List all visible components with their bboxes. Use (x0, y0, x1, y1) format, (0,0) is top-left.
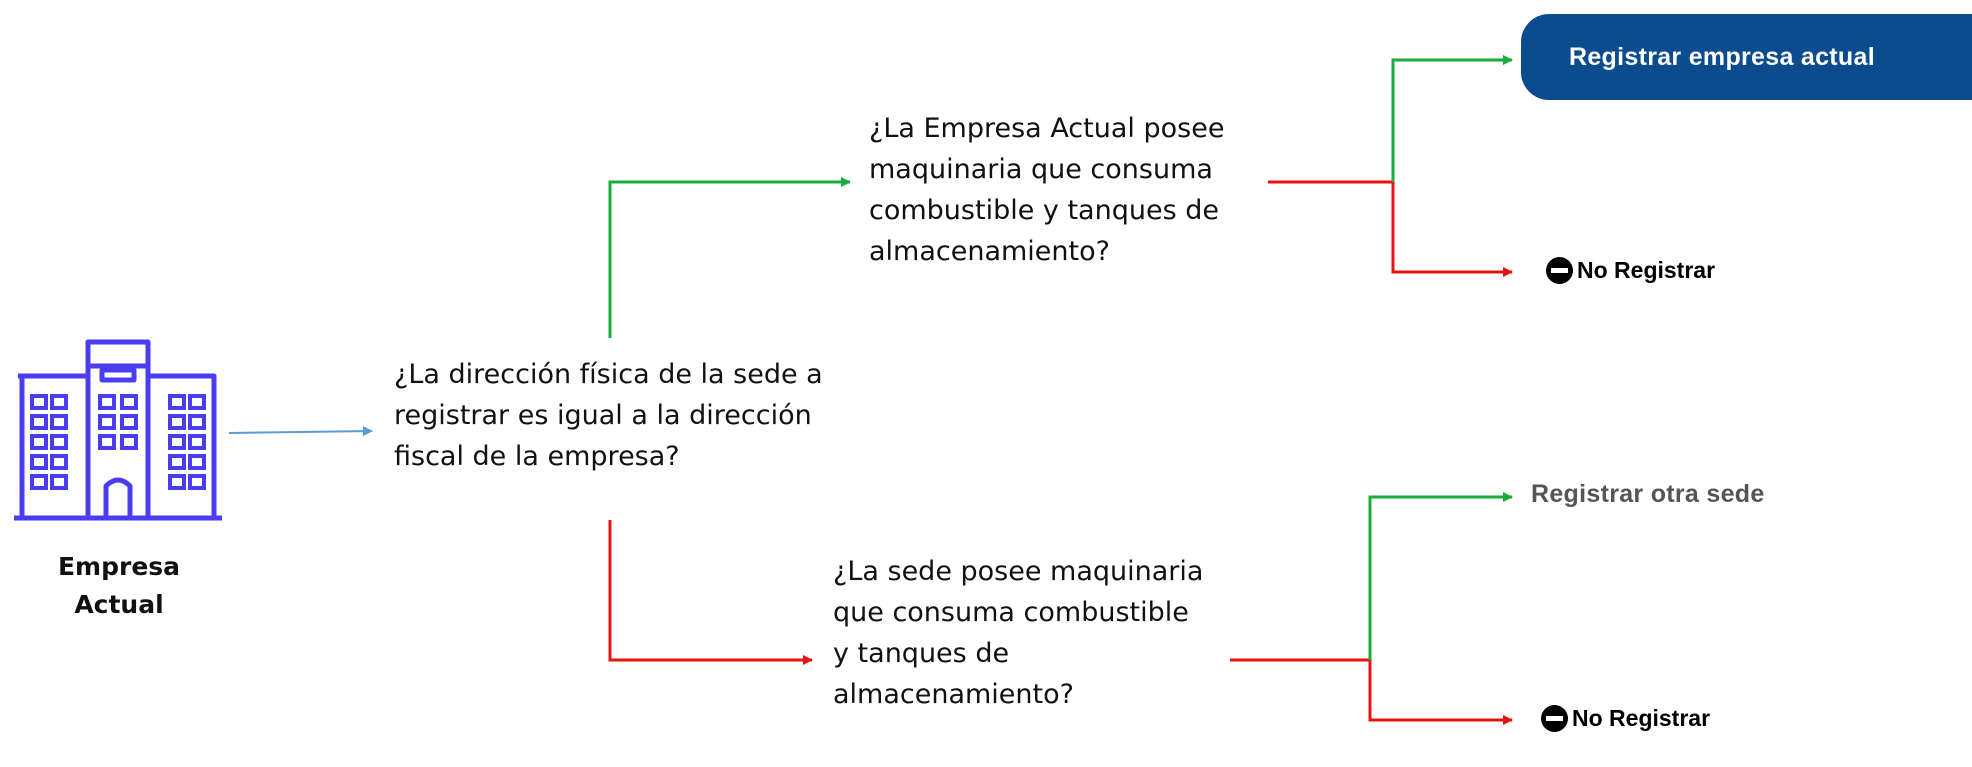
minus-circle-icon (1546, 257, 1573, 284)
minus-circle-icon (1541, 705, 1568, 732)
arrow-no-bottom (1368, 660, 1513, 725)
arrow-building-to-question (228, 426, 373, 437)
no-register-bottom: No Registrar (1541, 705, 1710, 732)
arrow-yes-bottom (1368, 492, 1513, 660)
question-top: ¿La Empresa Actual posee maquinaria que … (869, 113, 1225, 267)
register-other-site-link[interactable]: Registrar otra sede (1531, 480, 1765, 508)
building-icon (14, 339, 222, 521)
no-register-top-label: No Registrar (1577, 257, 1716, 283)
question-main: ¿La dirección física de la sede a regist… (394, 359, 823, 472)
building-label-text: Empresa Actual (57, 552, 181, 619)
register-current-company-label: Registrar empresa actual (1569, 42, 1875, 71)
no-register-bottom-label: No Registrar (1572, 705, 1711, 731)
arrow-yes-top (1391, 55, 1513, 182)
register-current-company-button[interactable]: Registrar empresa actual (1521, 14, 1972, 100)
arrow-no-main (608, 520, 813, 665)
building-label: Empresa Actual (14, 548, 224, 624)
no-register-top: No Registrar (1546, 257, 1715, 284)
arrow-no-top (1391, 182, 1513, 277)
arrow-yes-main (608, 177, 851, 338)
question-bottom: ¿La sede posee maquinaria que consuma co… (833, 556, 1204, 710)
